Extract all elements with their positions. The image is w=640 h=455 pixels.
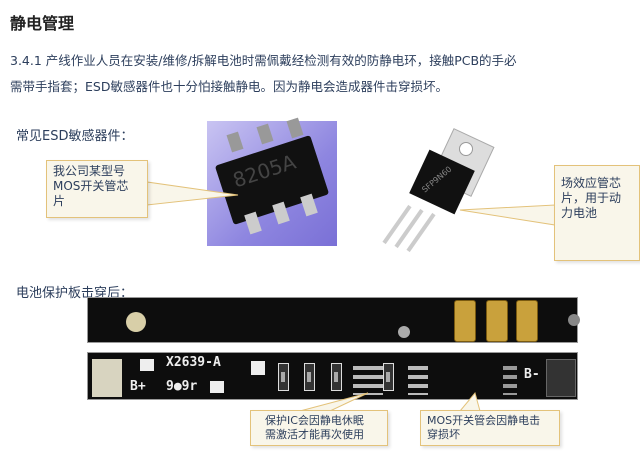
callout-text: MOS开关管会因静电击 bbox=[427, 414, 541, 427]
callout-text: 场效应管芯 bbox=[561, 176, 622, 190]
callout-text: 片 bbox=[53, 194, 66, 208]
callout-text: MOS开关管芯 bbox=[53, 179, 129, 193]
paragraph-line-1: 3.4.1 产线作业人员在安装/维修/拆解电池时需佩戴经检测有效的防静电环，接触… bbox=[10, 53, 517, 68]
pcb-top-image bbox=[87, 297, 580, 343]
paragraph-line-2: 需带手指套；ESD敏感器件也十分怕接触静电。因为静电会造成器件击穿损坏。 bbox=[10, 79, 448, 94]
callout-mos-chip: 我公司某型号 MOS开关管芯 片 bbox=[46, 160, 148, 218]
board-model: X2639-A bbox=[166, 355, 221, 370]
callout-text: 需激活才能再次使用 bbox=[265, 428, 364, 441]
page-title: 静电管理 bbox=[10, 14, 75, 33]
esd-heading: 常见ESD敏感器件： bbox=[16, 129, 134, 144]
board-code: 9●9r bbox=[166, 379, 198, 394]
callout-mos-breakdown: MOS开关管会因静电击 穿损坏 bbox=[420, 410, 560, 446]
board-bminus: B- bbox=[524, 367, 540, 382]
callout-text: 我公司某型号 bbox=[53, 164, 126, 178]
callout-text: 片，用于动 bbox=[561, 191, 622, 205]
callout-fet-chip: 场效应管芯 片，用于动 力电池 bbox=[554, 165, 640, 261]
callout-text: 保护IC会因静电休眠 bbox=[265, 414, 364, 427]
board-bplus: B+ bbox=[130, 379, 146, 394]
callout-text: 穿损坏 bbox=[427, 428, 460, 441]
callout-text: 力电池 bbox=[561, 206, 598, 220]
pcb-bottom-image: X2639-A B+ 9●9r B- bbox=[87, 352, 578, 400]
callout-protect-ic: 保护IC会因静电休眠 需激活才能再次使用 bbox=[250, 410, 388, 446]
chip-8205a-image: 8205A bbox=[207, 117, 337, 246]
transistor-to220-image: SFP9N60 bbox=[375, 128, 510, 253]
